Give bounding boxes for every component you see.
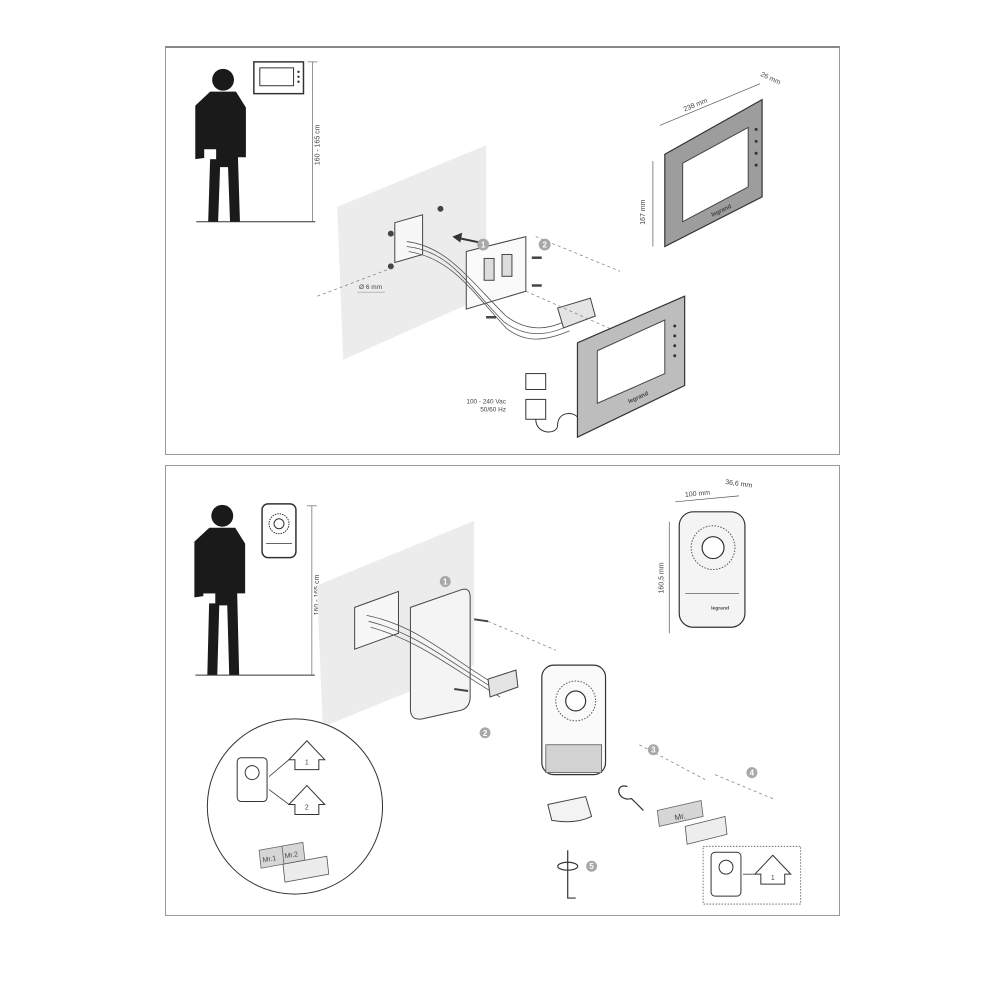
depth-label: 36,6 mm <box>725 479 753 490</box>
hex-key-tool <box>618 785 644 811</box>
hole-dimension: Ø 6 mm <box>357 284 385 293</box>
svg-text:3: 3 <box>651 746 656 755</box>
width-label: 100 mm <box>685 490 711 499</box>
connector-block <box>487 669 519 698</box>
monitor-dimension-view: legrand 238 mm 167 mm 26 mm <box>640 71 782 248</box>
screws <box>454 618 489 692</box>
svg-text:5: 5 <box>589 862 594 871</box>
callout-name-2-label: Mr.2 <box>284 851 299 860</box>
height-dimension: 160 - 165 cm <box>307 61 321 222</box>
cables <box>406 241 570 340</box>
svg-text:1: 1 <box>481 241 486 250</box>
svg-text:2: 2 <box>542 241 547 250</box>
monitor-installation-panel: 160 - 165 cm Ø 6 mm <box>165 46 840 455</box>
door-station-dimension-view: legrand 160,5 mm 100 mm 36,6 mm <box>658 479 753 634</box>
door-station-front <box>541 664 607 776</box>
callout-button-1-label: 1 <box>305 760 309 767</box>
width-label: 238 mm <box>683 97 709 113</box>
single-button-inset: 1 <box>702 845 802 905</box>
svg-text:4: 4 <box>750 769 755 778</box>
name-plate: Mr. <box>656 800 728 845</box>
power-supply <box>525 373 578 433</box>
svg-text:2: 2 <box>483 729 488 738</box>
hole-diameter-label: Ø 6 mm <box>359 284 382 291</box>
step-3-badge: 3 <box>647 744 659 756</box>
power-voltage-label: 100 - 240 Vac <box>466 398 506 405</box>
person-silhouette <box>194 504 246 676</box>
small-door-station-icon <box>261 503 297 559</box>
person-silhouette <box>195 68 246 222</box>
inset-button-label: 1 <box>771 875 775 882</box>
guide-lines <box>487 620 775 800</box>
callout-button-2-label: 2 <box>305 804 309 811</box>
height-label: 160,5 mm <box>658 562 665 593</box>
name-plate-label: Mr. <box>674 811 687 822</box>
bottom-cover <box>547 795 593 823</box>
step-1-badge: 1 <box>439 576 451 587</box>
step-4-badge: 4 <box>746 767 758 779</box>
small-monitor-icon <box>253 61 305 95</box>
brand-label-dim: legrand <box>711 605 729 611</box>
power-frequency-label: 50/60 Hz <box>480 406 506 413</box>
height-label: 167 mm <box>640 199 647 224</box>
hex-key-tool-2 <box>557 850 579 899</box>
connector-block <box>556 297 596 329</box>
door-station-installation-panel: 160 - 165 cm 1 2 3 4 <box>165 465 840 916</box>
height-range-label: 160 - 165 cm <box>314 124 321 165</box>
callout-name-1-label: Mr.1 <box>262 855 277 864</box>
guide-lines <box>317 236 621 332</box>
depth-label: 26 mm <box>759 71 781 86</box>
svg-text:1: 1 <box>443 577 448 586</box>
step-1-badge: 1 <box>477 238 490 251</box>
callout-circle: 1 2 Mr.1 Mr.2 <box>206 718 384 895</box>
step-2-badge: 2 <box>479 727 491 739</box>
assembly-arrow <box>452 232 481 244</box>
screws <box>387 205 542 319</box>
step-2-badge: 2 <box>538 238 551 251</box>
monitor-front: legrand <box>576 295 686 439</box>
wall-box <box>354 590 399 650</box>
step-5-badge: 5 <box>586 860 598 872</box>
monitor-installation-diagram: 160 - 165 cm Ø 6 mm <box>195 61 782 439</box>
door-station-installation-diagram: 160 - 165 cm 1 2 3 4 <box>194 479 802 905</box>
cables <box>366 614 501 698</box>
wall-box <box>394 214 424 264</box>
